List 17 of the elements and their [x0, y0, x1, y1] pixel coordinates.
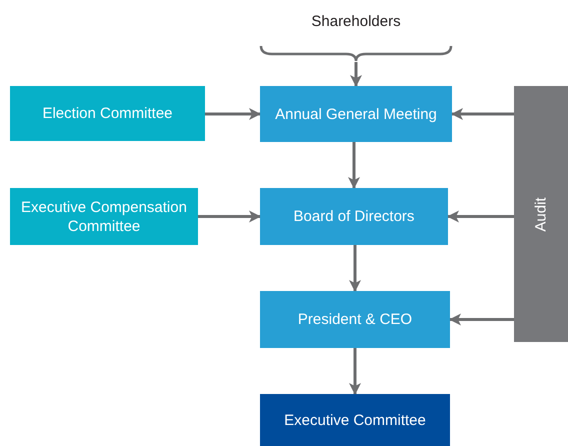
process-box: Executive Committee [260, 394, 450, 446]
process-box: Annual General Meeting [260, 86, 452, 142]
process-box: Board of Directors [260, 188, 448, 245]
process-box: Executive Compensation Committee [10, 188, 198, 245]
arrow [449, 314, 514, 326]
arrow [349, 245, 361, 292]
arrow [348, 142, 360, 189]
process-box: Election Committee [10, 86, 205, 141]
arrow [198, 210, 261, 222]
arrow [350, 62, 362, 87]
process-box: President & CEO [260, 291, 450, 348]
arrow [349, 348, 361, 395]
process-box: Audit [514, 86, 568, 342]
stakeholder-label: Shareholders [311, 12, 401, 31]
arrow [451, 108, 514, 120]
arrow [205, 108, 261, 120]
arrow [447, 210, 514, 222]
